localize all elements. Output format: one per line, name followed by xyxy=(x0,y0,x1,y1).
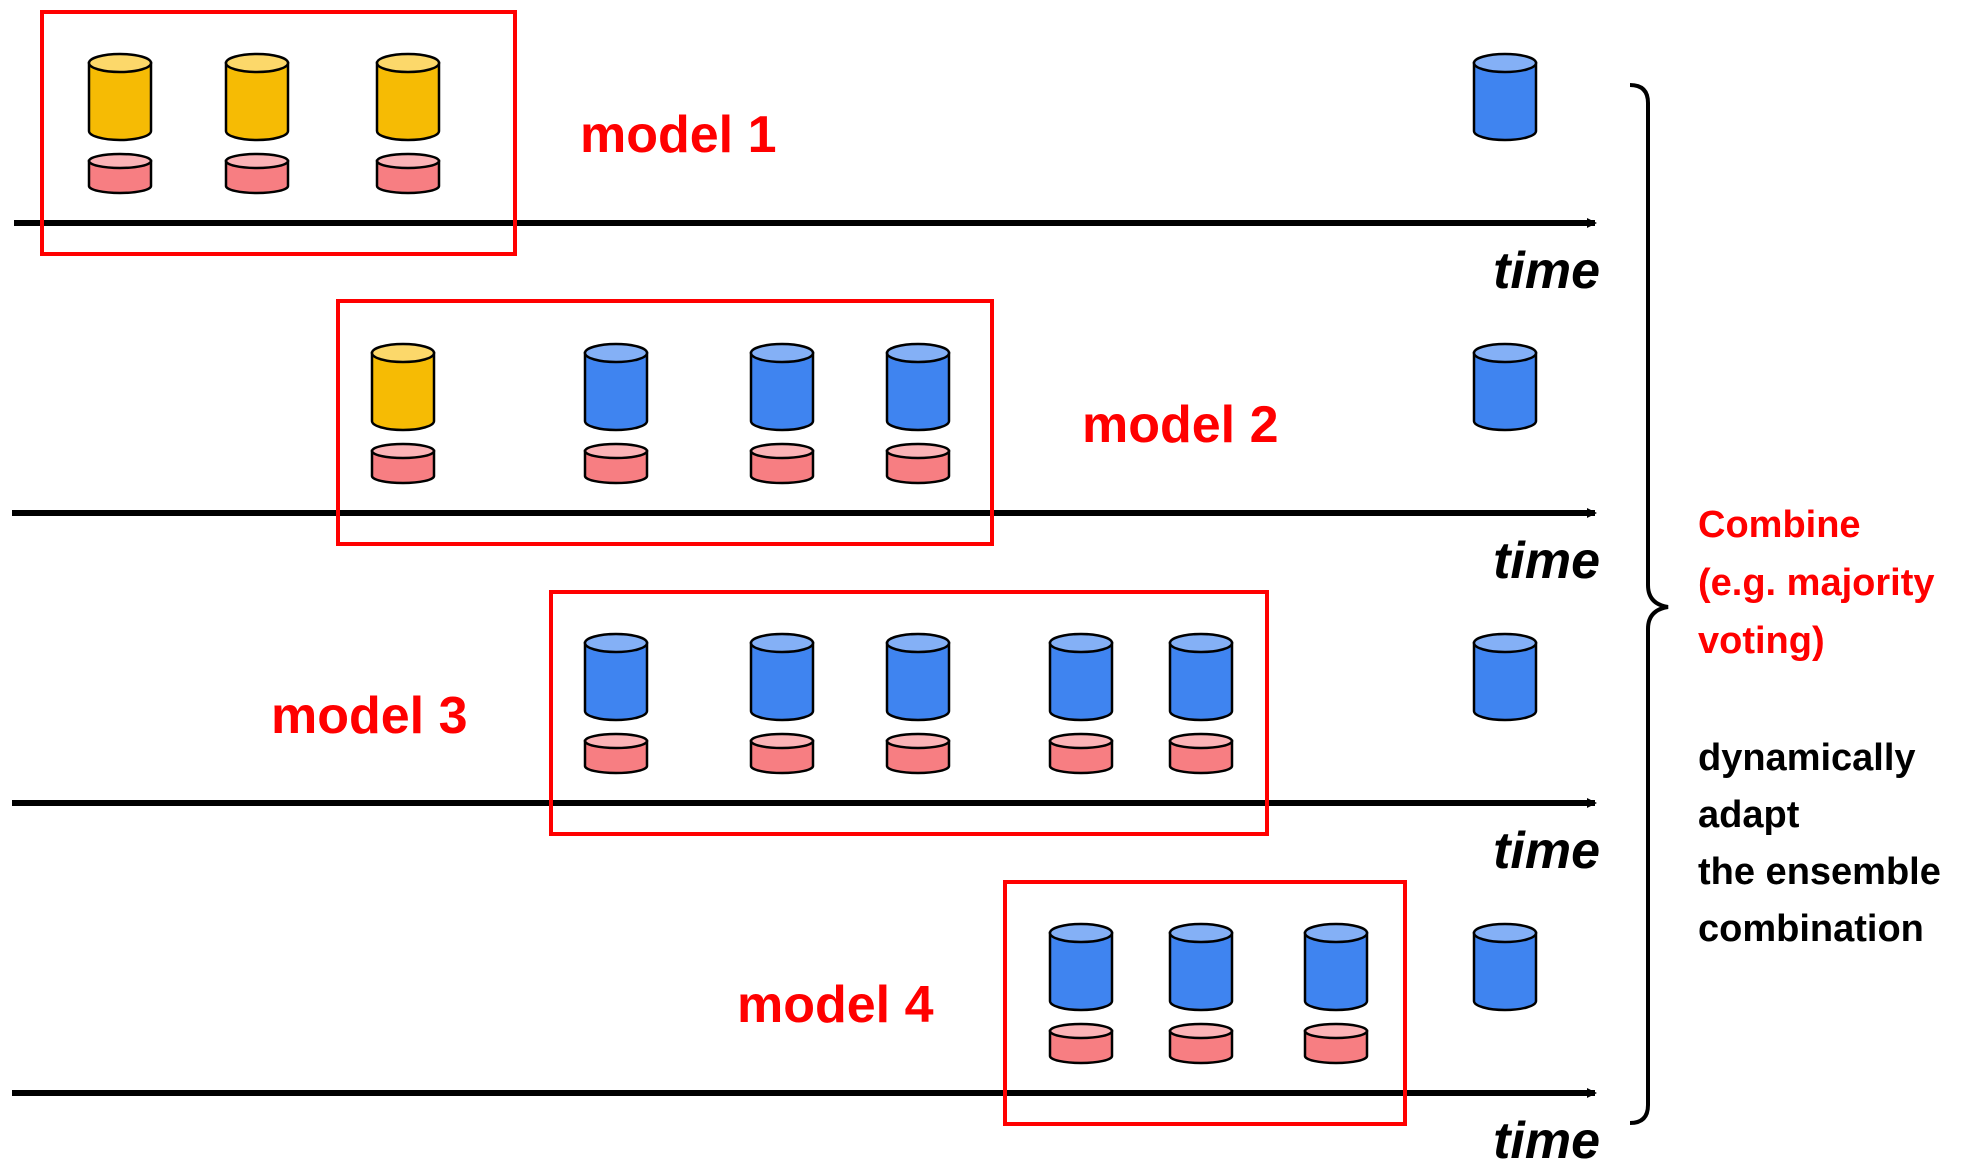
trained-model-icon xyxy=(375,152,441,195)
note-text-line: adapt xyxy=(1698,794,1800,836)
model-label: model 1 xyxy=(580,106,777,164)
combine-text-line: voting) xyxy=(1698,620,1825,662)
combine-label: Combine (e.g. majority voting) xyxy=(1698,504,1935,662)
timeline-row-4: time model 4 xyxy=(12,880,1600,1168)
trained-model-icon xyxy=(885,442,951,485)
incoming-data-chunk-icon xyxy=(1472,632,1538,722)
new-data-chunk-icon xyxy=(885,632,951,722)
note-text-line: the ensemble xyxy=(1698,851,1941,893)
model-label: model 3 xyxy=(271,687,468,745)
time-axis-label: time xyxy=(1493,1112,1600,1168)
trained-model-icon xyxy=(1303,1022,1369,1065)
training-window-box xyxy=(40,10,517,256)
new-data-chunk-icon xyxy=(749,632,815,722)
combine-text-line: Combine xyxy=(1698,504,1861,546)
trained-model-icon xyxy=(1168,732,1234,775)
adaptation-note: dynamically adapt the ensemble combination xyxy=(1698,737,1941,950)
trained-model-icon xyxy=(1048,732,1114,775)
old-data-chunk-icon xyxy=(87,52,153,142)
new-data-chunk-icon xyxy=(1168,922,1234,1012)
training-window-box xyxy=(549,590,1269,836)
old-data-chunk-icon xyxy=(224,52,290,142)
time-axis-label: time xyxy=(1493,242,1600,300)
training-window-box xyxy=(1003,880,1407,1126)
trained-model-icon xyxy=(583,442,649,485)
incoming-data-chunk-icon xyxy=(1472,52,1538,142)
new-data-chunk-icon xyxy=(749,342,815,432)
model-label: model 2 xyxy=(1082,396,1279,454)
combine-brace xyxy=(1629,83,1669,1125)
trained-model-icon xyxy=(583,732,649,775)
new-data-chunk-icon xyxy=(1168,632,1234,722)
trained-model-icon xyxy=(749,442,815,485)
trained-model-icon xyxy=(87,152,153,195)
model-label: model 4 xyxy=(737,976,934,1034)
training-window-box xyxy=(336,299,994,546)
new-data-chunk-icon xyxy=(1303,922,1369,1012)
new-data-chunk-icon xyxy=(1048,922,1114,1012)
combine-text-line: (e.g. majority xyxy=(1698,562,1935,604)
note-text-line: dynamically xyxy=(1698,737,1916,779)
new-data-chunk-icon xyxy=(1048,632,1114,722)
trained-model-icon xyxy=(749,732,815,775)
incoming-data-chunk-icon xyxy=(1472,922,1538,1012)
timeline-row-1: time model 1 xyxy=(14,10,1600,300)
note-text-line: combination xyxy=(1698,908,1924,950)
trained-model-icon xyxy=(1048,1022,1114,1065)
trained-model-icon xyxy=(370,442,436,485)
new-data-chunk-icon xyxy=(885,342,951,432)
trained-model-icon xyxy=(885,732,951,775)
new-data-chunk-icon xyxy=(583,632,649,722)
time-axis-label: time xyxy=(1493,822,1600,880)
trained-model-icon xyxy=(1168,1022,1234,1065)
timeline-row-2: time model 2 xyxy=(12,299,1600,590)
timeline-row-3: time model 3 xyxy=(12,590,1600,880)
trained-model-icon xyxy=(224,152,290,195)
old-data-chunk-icon xyxy=(370,342,436,432)
new-data-chunk-icon xyxy=(583,342,649,432)
old-data-chunk-icon xyxy=(375,52,441,142)
time-axis-label: time xyxy=(1493,532,1600,590)
incoming-data-chunk-icon xyxy=(1472,342,1538,432)
